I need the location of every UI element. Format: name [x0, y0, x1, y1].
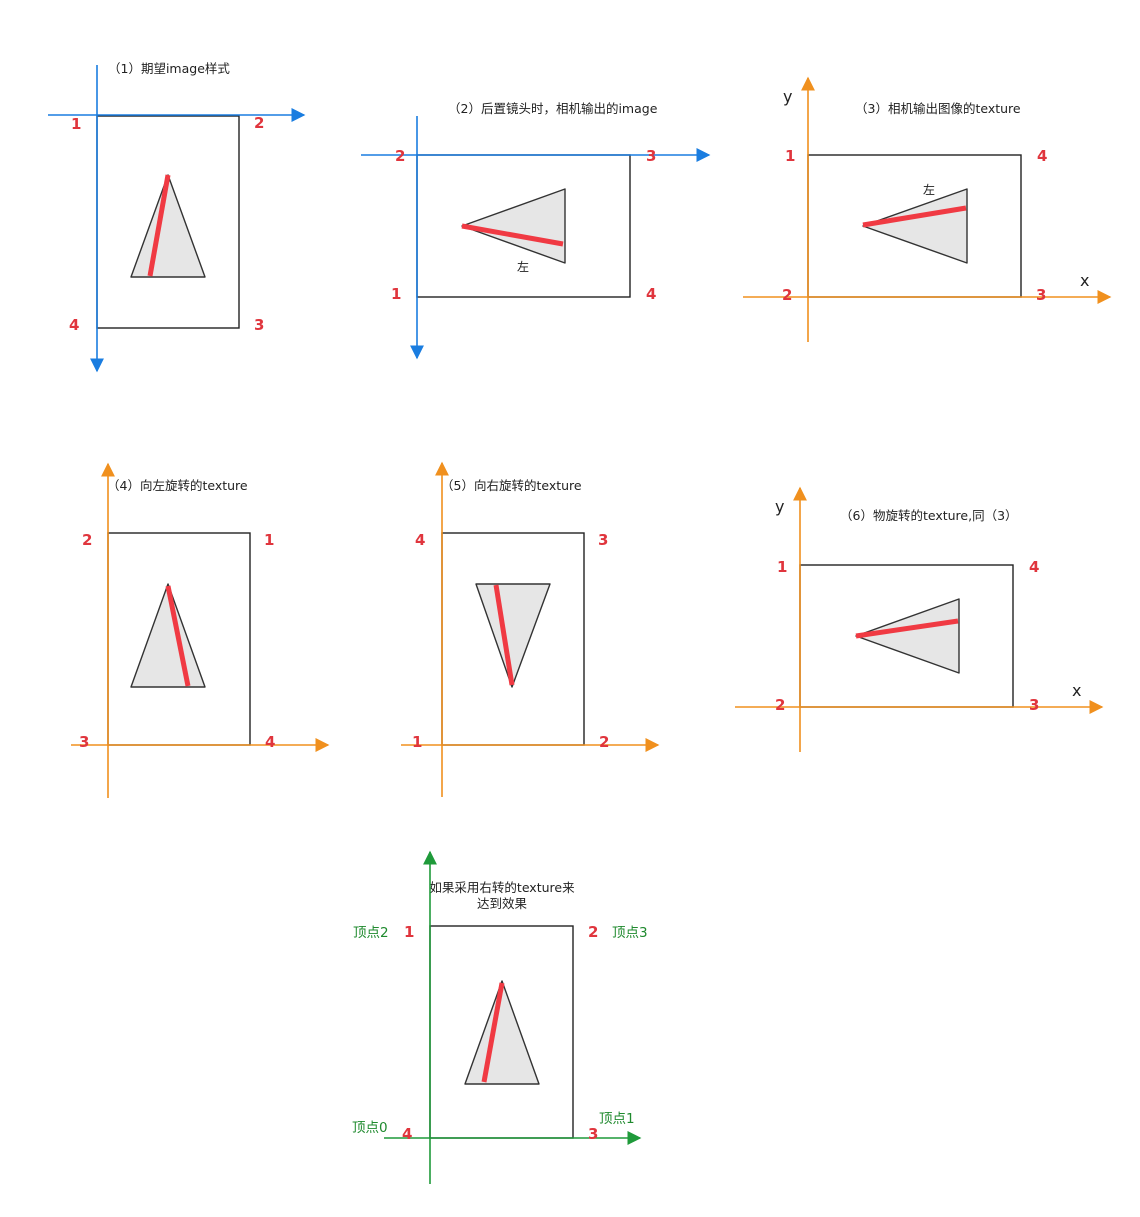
- corner-label: 3: [254, 316, 264, 334]
- panel-7-title-line-2: 达到效果: [477, 896, 528, 911]
- corner-label: 4: [415, 531, 425, 549]
- corner-label: 3: [646, 147, 656, 165]
- y-axis-label: y: [783, 87, 792, 106]
- red-edge: [147, 174, 171, 277]
- corner-label: 3: [79, 733, 89, 751]
- panel-expected-image: （1）期望image样式 1 2 3 4: [48, 61, 306, 373]
- panel-2-title: （2）后置镜头时，相机输出的image: [448, 101, 658, 116]
- y-axis-label: y: [775, 497, 784, 516]
- panel-1-title: （1）期望image样式: [108, 61, 230, 76]
- corner-label: 3: [598, 531, 608, 549]
- panel-rotate-left-texture: （4）向左旋转的texture 2 1 3 4: [71, 462, 330, 798]
- vertex-label: 顶点2: [353, 925, 389, 941]
- triangle: [464, 980, 540, 1085]
- red-edge: [862, 205, 967, 228]
- corner-label: 3: [588, 1125, 598, 1143]
- triangle: [130, 174, 206, 278]
- corner-label: 4: [1037, 147, 1047, 165]
- triangle: [130, 583, 206, 688]
- panel-7-title-line-1: 如果采用右转的texture来: [429, 880, 575, 895]
- panel-rotate-right-texture: （5）向右旋转的texture 4 3 1 2: [401, 461, 660, 797]
- corner-label: 2: [395, 147, 405, 165]
- red-edge: [855, 618, 959, 639]
- vertex-label: 顶点3: [612, 925, 648, 941]
- triangle: [475, 583, 551, 688]
- triangle: [862, 188, 968, 264]
- corner-label: 4: [265, 733, 275, 751]
- x-axis-label: x: [1072, 681, 1081, 700]
- panel-3-title: （3）相机输出图像的texture: [855, 101, 1021, 116]
- corner-label: 2: [775, 696, 785, 714]
- corner-label: 1: [412, 733, 422, 751]
- corner-label: 1: [785, 147, 795, 165]
- triangle: [855, 598, 960, 674]
- panel-camera-texture: （3）相机输出图像的texture y x 左 1 4 2 3: [743, 76, 1112, 342]
- corner-label: 1: [264, 531, 274, 549]
- red-edge: [481, 982, 505, 1083]
- corner-label: 2: [782, 286, 792, 304]
- red-edge: [461, 223, 564, 247]
- x-axis-label: x: [1080, 271, 1089, 290]
- corner-label: 4: [1029, 558, 1039, 576]
- corner-label: 4: [402, 1125, 412, 1143]
- panel-object-rotated-texture: （6）物旋转的texture,同（3） y x 1 4 2 3: [735, 486, 1104, 752]
- panel-camera-output-image: （2）后置镜头时，相机输出的image 左 2 3 1 4: [361, 101, 711, 360]
- corner-label: 1: [391, 285, 401, 303]
- vertex-label: 顶点1: [599, 1111, 635, 1127]
- corner-label: 2: [82, 531, 92, 549]
- corner-label: 3: [1036, 286, 1046, 304]
- corner-label: 4: [69, 316, 79, 334]
- vertex-label: 顶点0: [352, 1120, 388, 1136]
- corner-label: 3: [1029, 696, 1039, 714]
- red-edge: [493, 584, 515, 686]
- triangle: [461, 188, 566, 264]
- red-edge: [165, 585, 191, 687]
- corner-label: 1: [404, 923, 414, 941]
- corner-label: 2: [254, 114, 264, 132]
- corner-label: 4: [646, 285, 656, 303]
- left-note: 左: [923, 182, 935, 197]
- panel-right-rotate-solution: 如果采用右转的texture来 达到效果 1 2 4 3 顶点2 顶点3 顶点0…: [352, 850, 648, 1184]
- corner-label: 2: [599, 733, 609, 751]
- panel-6-title: （6）物旋转的texture,同（3）: [840, 508, 1018, 523]
- panel-5-title: （5）向右旋转的texture: [441, 478, 582, 493]
- corner-label: 2: [588, 923, 598, 941]
- corner-label: 1: [777, 558, 787, 576]
- panel-4-title: （4）向左旋转的texture: [107, 478, 248, 493]
- corner-label: 1: [71, 115, 81, 133]
- left-note: 左: [517, 259, 529, 274]
